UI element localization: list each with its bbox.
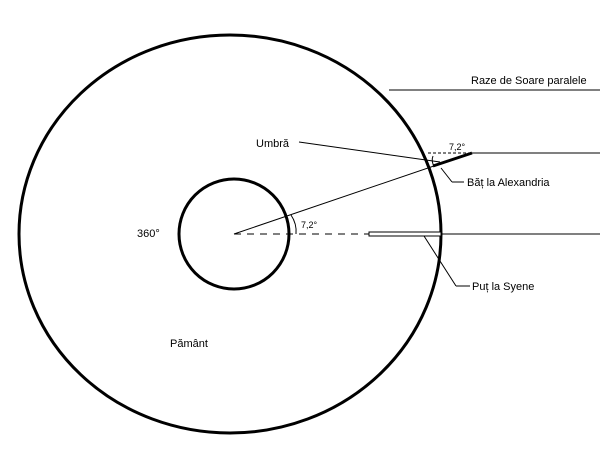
well-label: Puț la Syene: [472, 281, 534, 293]
full-circle-label: 360°: [137, 228, 160, 240]
angle-center-label: 7,2°: [301, 220, 318, 230]
earth-label: Pământ: [170, 338, 208, 350]
stick-alexandria: [432, 151, 473, 168]
leader-well: [423, 235, 457, 287]
leader-stick: [440, 167, 453, 183]
leader-shadow: [298, 141, 441, 163]
shadow-label: Umbră: [256, 138, 290, 150]
radius-to-alexandria: [233, 152, 473, 235]
angle-stick-label: 7,2°: [449, 142, 466, 152]
stick-label: Băț la Alexandria: [467, 177, 550, 189]
angle-arc-center: [290, 214, 297, 235]
well-syene: [368, 231, 442, 237]
sun-rays-label: Raze de Soare paralele: [471, 75, 587, 87]
